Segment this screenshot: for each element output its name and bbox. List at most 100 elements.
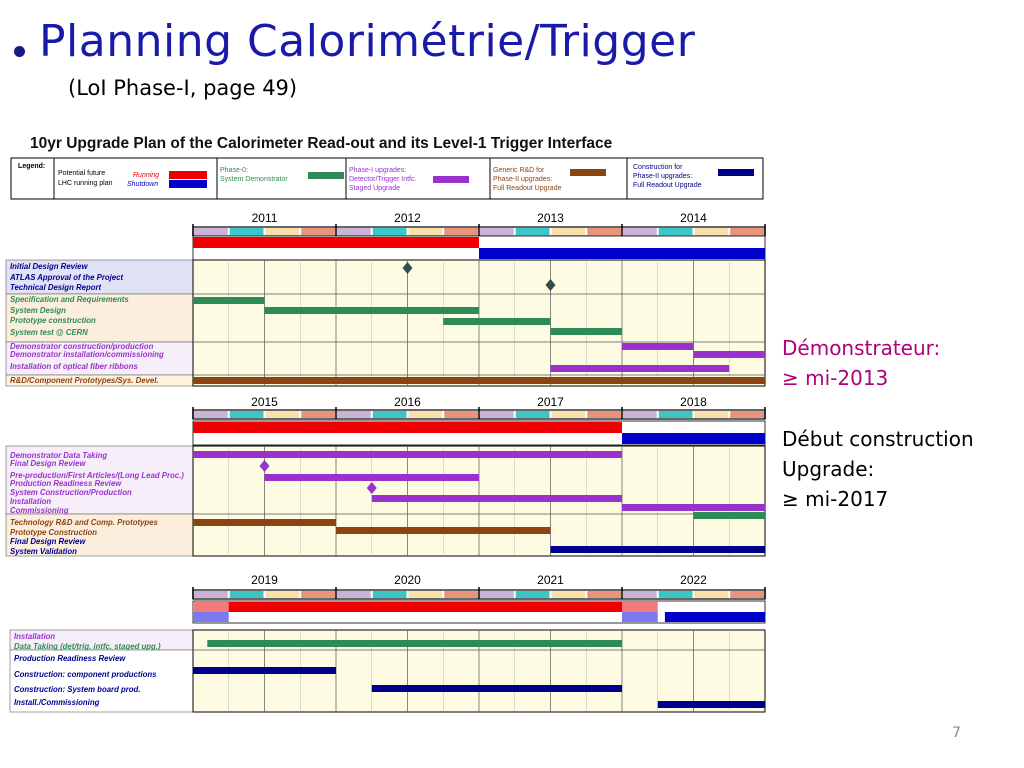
year-label: 2019 [251, 573, 278, 587]
legend-header: Legend: [18, 163, 45, 170]
task-label: Production Readiness Review [10, 479, 122, 488]
quarter-cell [658, 591, 693, 598]
task-bar [622, 343, 694, 350]
quarter-cell [694, 591, 729, 598]
quarter-cell [408, 411, 443, 418]
task-label: Demonstrator Data Taking [10, 451, 107, 460]
task-label: ATLAS Approval of the Project [9, 273, 123, 282]
task-bar [193, 667, 336, 674]
construction-label-2: Upgrade: [782, 457, 875, 481]
task-bar [193, 377, 765, 384]
quarter-cell [480, 228, 514, 235]
bullet-icon [14, 45, 25, 57]
task-label: Construction: System board prod. [14, 685, 141, 694]
quarter-cell [337, 591, 371, 598]
running-bar [207, 602, 623, 612]
task-group [5, 445, 194, 515]
legend-phase1-swatch [433, 176, 469, 183]
task-bar [193, 451, 622, 458]
quarter-cell [229, 228, 264, 235]
quarter-cell [265, 411, 300, 418]
task-label: Installation [14, 632, 55, 641]
task-label: Prototype construction [10, 316, 96, 325]
legend-rd-swatch [570, 169, 606, 176]
task-bar [264, 307, 479, 314]
task-label: Final Design Review [10, 537, 86, 546]
legend-shutdown-swatch [169, 180, 207, 188]
shutdown-bar [622, 433, 765, 444]
task-label: Technical Design Report [10, 283, 102, 292]
task-label: Construction: component productions [14, 670, 157, 679]
legend: Legend: Potential future LHC running pla… [10, 157, 764, 200]
quarter-cell [694, 228, 729, 235]
quarter-cell [372, 411, 407, 418]
year-label: 2018 [680, 395, 707, 409]
task-bar [622, 504, 765, 511]
quarter-cell [551, 591, 586, 598]
legend-phase1-2: Detector/Trigger Intfc. [349, 176, 416, 183]
quarter-cell [551, 228, 586, 235]
quarter-cell [730, 591, 764, 598]
year-label: 2013 [537, 211, 564, 225]
quarter-cell [408, 591, 443, 598]
quarter-cell [623, 591, 657, 598]
legend-phase0-2: System Demonstrator [220, 176, 288, 183]
legend-rd-1: Generic R&D for [493, 167, 545, 174]
legend-phase0-swatch [308, 172, 344, 179]
task-label: Technology R&D and Comp. Prototypes [10, 518, 159, 527]
year-label: 2014 [680, 211, 707, 225]
year-label: 2021 [537, 573, 564, 587]
title-row: Planning Calorimétrie/Trigger [14, 8, 695, 74]
task-bar [550, 546, 765, 553]
task-group [5, 513, 194, 557]
year-label: 2020 [394, 573, 421, 587]
milestone-diamond [259, 460, 270, 472]
task-label: Initial Design Review [10, 262, 88, 271]
quarter-cell [265, 228, 300, 235]
milestone-diamond [402, 262, 413, 274]
demonstrator-label: Démonstrateur: [782, 336, 941, 360]
legend-lhc-1: Potential future [58, 170, 105, 177]
task-label: Production Readiness Review [14, 654, 126, 663]
quarter-cell [372, 228, 407, 235]
quarter-cell [587, 591, 621, 598]
shutdown-hatch [622, 612, 658, 622]
task-label: Pre-production/First Articles/(Long Lead… [10, 471, 184, 480]
construction-label: Début construction [782, 427, 974, 451]
quarter-cell [658, 228, 693, 235]
quarter-cell [658, 411, 693, 418]
slide-subtitle: (LoI Phase-I, page 49) [68, 76, 298, 100]
legend-phase1-3: Staged Upgrade [349, 185, 400, 192]
legend-running: Running [133, 172, 159, 179]
running-hatch [193, 602, 229, 612]
quarter-cell [730, 411, 764, 418]
quarter-cell [480, 591, 514, 598]
quarter-cell [408, 228, 443, 235]
construction-value: ≥ mi-2017 [782, 487, 889, 511]
slide-number: 7 [952, 725, 961, 741]
quarter-cell [623, 228, 657, 235]
year-label: 2012 [394, 211, 421, 225]
quarter-cell [515, 591, 550, 598]
legend-cons-1: Construction for [633, 164, 683, 171]
legend-shutdown: Shutdown [127, 181, 158, 188]
task-bar [693, 512, 765, 519]
task-bar [371, 495, 622, 502]
task-bar [193, 297, 265, 304]
legend-cons-2: Phase-II upgrades: [633, 173, 692, 180]
legend-phase1-1: Phase-I upgrades: [349, 167, 406, 174]
year-label: 2016 [394, 395, 421, 409]
task-bar [371, 685, 622, 692]
task-bar [693, 351, 765, 358]
quarter-cell [301, 228, 335, 235]
shutdown-bar [479, 248, 765, 259]
year-label: 2022 [680, 573, 707, 587]
quarter-cell [515, 228, 550, 235]
quarter-cell [194, 228, 228, 235]
quarter-cell [515, 411, 550, 418]
quarter-cell [265, 591, 300, 598]
task-bar [207, 640, 623, 647]
quarter-cell [194, 411, 228, 418]
